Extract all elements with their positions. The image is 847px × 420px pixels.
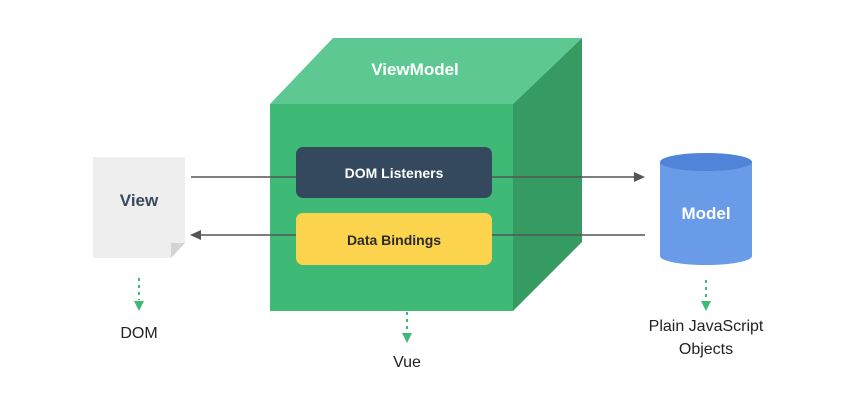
arrow-head-left-icon bbox=[190, 230, 201, 240]
arrow-head-down-icon bbox=[134, 301, 144, 311]
model-objects-arrow bbox=[701, 280, 711, 311]
view-caption: DOM bbox=[120, 325, 158, 342]
dom-listeners-box bbox=[296, 147, 492, 198]
viewmodel-title: ViewModel bbox=[371, 60, 459, 79]
cube-top-face bbox=[270, 38, 582, 104]
arrow-head-down-icon bbox=[402, 333, 412, 343]
dom-listeners-label: DOM Listeners bbox=[344, 165, 444, 181]
model-title: Model bbox=[681, 204, 731, 223]
model-caption-line1: Plain JavaScript bbox=[648, 318, 764, 335]
arrow-head-down-icon bbox=[701, 301, 711, 311]
viewmodel-vue-arrow bbox=[402, 312, 412, 343]
data-bindings-label: Data Bindings bbox=[346, 232, 442, 248]
data-bindings-box bbox=[296, 213, 492, 265]
viewmodel-caption: Vue bbox=[393, 354, 421, 371]
view-document-icon bbox=[93, 157, 185, 258]
viewmodel-cube bbox=[270, 38, 582, 311]
model-caption-line2: Objects bbox=[678, 341, 734, 358]
data-bindings-arrow bbox=[190, 230, 645, 240]
model-database-icon bbox=[660, 153, 752, 265]
view-dom-arrow bbox=[134, 278, 144, 311]
arrow-head-right-icon bbox=[634, 172, 645, 182]
cube-front-face bbox=[270, 104, 513, 311]
dom-listeners-arrow bbox=[191, 172, 645, 182]
cube-side-face bbox=[513, 38, 582, 311]
view-title: View bbox=[119, 191, 159, 210]
